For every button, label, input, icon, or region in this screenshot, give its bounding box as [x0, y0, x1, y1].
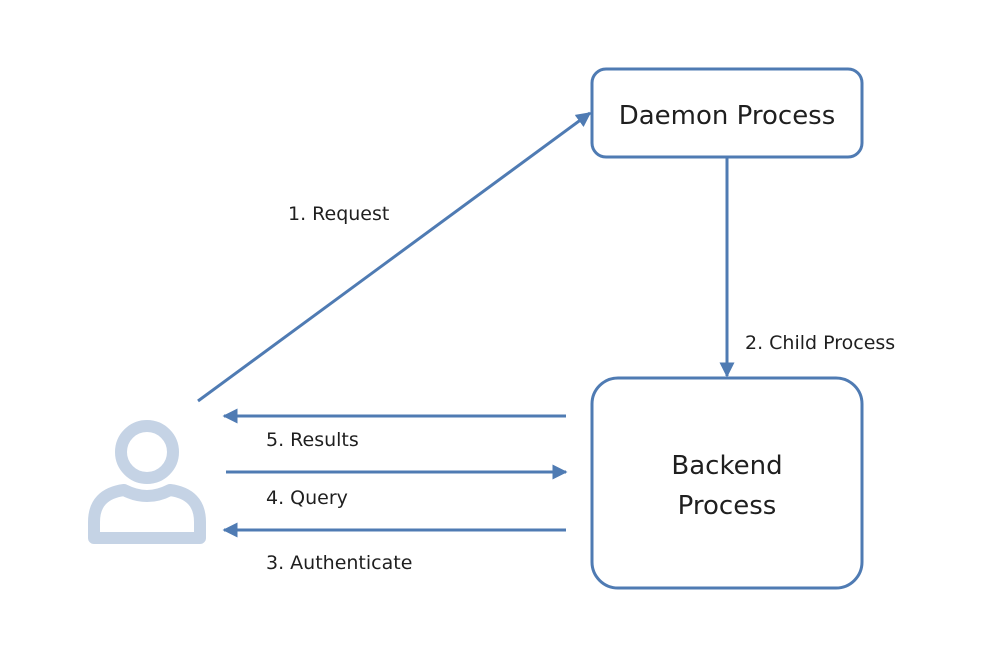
- backend-process-box: [590, 376, 864, 590]
- request-label: 1. Request: [288, 203, 389, 225]
- query-label: 4. Query: [266, 487, 348, 509]
- backend-process-label-line2: Process: [678, 491, 777, 521]
- daemon-process-node: Daemon Process: [590, 67, 864, 159]
- user-icon: [88, 420, 206, 544]
- backend-process-node: Backend Process: [590, 376, 864, 590]
- daemon-process-label: Daemon Process: [619, 101, 836, 131]
- request-arrow: [197, 111, 592, 403]
- edge-authenticate: 3. Authenticate: [222, 522, 566, 574]
- daemon-process-box: [590, 67, 864, 159]
- authenticate-label: 3. Authenticate: [266, 552, 412, 574]
- edge-results: 5. Results: [222, 408, 566, 451]
- edge-query: 4. Query: [226, 464, 568, 509]
- edge-request: 1. Request: [197, 111, 592, 403]
- edge-child-process: 2. Child Process: [719, 158, 895, 378]
- child-process-label: 2. Child Process: [745, 332, 895, 354]
- results-label: 5. Results: [266, 429, 359, 451]
- backend-process-label-line1: Backend: [671, 451, 782, 481]
